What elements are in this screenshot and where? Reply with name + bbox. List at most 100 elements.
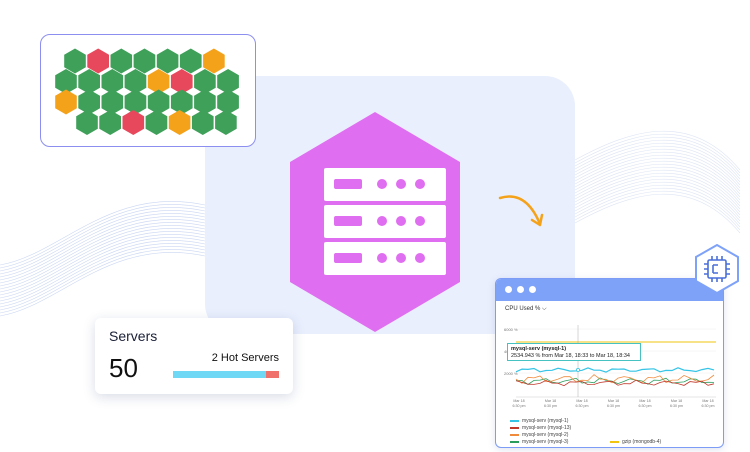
wave-line xyxy=(574,142,741,183)
legend-item[interactable]: mysql-serv (mysql-2) xyxy=(510,432,568,438)
hexagon-status-card xyxy=(40,34,256,147)
wave-line xyxy=(574,178,741,219)
hexagon-ok xyxy=(191,110,214,135)
legend-swatch xyxy=(510,419,519,422)
legend-swatch xyxy=(610,440,619,443)
hexagon-ok xyxy=(145,110,168,135)
legend-label: mysql-serv (mysql-1) xyxy=(522,418,569,424)
wave-line xyxy=(574,184,741,225)
hexagon-ok xyxy=(78,89,100,115)
hexagon-ok xyxy=(215,110,237,135)
legend-item[interactable]: gzip (mongodb-4) xyxy=(610,439,661,445)
server-stack-icon xyxy=(290,112,460,332)
curved-arrow-icon xyxy=(498,195,544,227)
chart-tooltip: mysql-serv (mysql-1) 2534.943 % from Mar… xyxy=(507,343,641,361)
hexagon-hot xyxy=(122,110,145,135)
wave-line xyxy=(574,136,741,177)
wave-line xyxy=(574,157,741,198)
hexagon-grid xyxy=(55,48,239,135)
wave-line xyxy=(574,181,741,222)
servers-title: Servers xyxy=(109,328,158,344)
x-tick-date: Mar 18 xyxy=(671,399,682,403)
hexagon-ok xyxy=(99,110,121,135)
tooltip-series: mysql-serv (mysql-1) xyxy=(511,346,567,352)
y-tick-label: 2000 % xyxy=(504,371,518,376)
y-tick-label: 6000 % xyxy=(504,327,518,332)
hexagon-ok xyxy=(217,69,239,94)
hot-servers-bar-fill xyxy=(266,371,279,378)
cpu-chart-window: CPU Used % ⌵ 6000 %4000 %2000 %Mar 186:3… xyxy=(495,278,724,448)
cpu-chip-icon xyxy=(695,244,739,294)
wave-line xyxy=(0,240,206,305)
hexagon-ok xyxy=(133,48,156,74)
hexagon-ok xyxy=(217,89,239,115)
hot-servers-bar xyxy=(173,371,279,378)
servers-card: Servers 50 2 Hot Servers xyxy=(95,318,293,394)
hover-point xyxy=(576,368,581,373)
hexagon-hot xyxy=(170,69,193,94)
hexagon-ok xyxy=(64,48,86,74)
tooltip-detail: 2534.943 % from Mar 18, 18:33 to Mar 18,… xyxy=(511,353,630,359)
wave-line xyxy=(0,225,206,290)
series-line xyxy=(515,367,715,373)
legend-item[interactable]: mysql-serv (mysql-1) xyxy=(510,418,568,424)
window-titlebar xyxy=(496,279,723,301)
wave-line xyxy=(574,166,741,207)
wave-line xyxy=(574,193,741,234)
x-tick-time: 6:30 pm xyxy=(607,404,620,408)
hexagon-warn xyxy=(147,69,170,94)
hexagon-ok xyxy=(76,110,98,135)
legend-item[interactable]: mysql-serv (mysql-3) xyxy=(510,439,568,445)
hexagon-ok xyxy=(170,89,193,115)
wave-line xyxy=(574,148,741,189)
wave-line xyxy=(574,151,741,192)
wave-line xyxy=(574,133,741,174)
x-tick-date: Mar 18 xyxy=(545,399,556,403)
wave-line xyxy=(0,237,206,302)
wave-line xyxy=(574,145,741,186)
window-dot[interactable] xyxy=(529,286,536,293)
x-tick-time: 6:30 pm xyxy=(544,404,557,408)
wave-line xyxy=(0,243,206,308)
wave-line xyxy=(0,219,206,284)
wave-line xyxy=(574,169,741,210)
legend-swatch xyxy=(510,426,519,429)
x-tick-date: Mar 18 xyxy=(639,399,650,403)
legend-item[interactable]: mysql-serv (mysql-13) xyxy=(510,425,571,431)
x-tick-time: 6:30 pm xyxy=(702,404,715,408)
hexagon-ok xyxy=(147,89,170,115)
window-dot[interactable] xyxy=(505,286,512,293)
hexagon-ok xyxy=(78,69,100,94)
legend-label: mysql-serv (mysql-3) xyxy=(522,439,569,445)
wave-line xyxy=(0,210,206,275)
hexagon-ok xyxy=(179,48,202,74)
series-line xyxy=(515,379,715,387)
legend-label: mysql-serv (mysql-2) xyxy=(522,432,569,438)
wave-line xyxy=(0,207,206,272)
wave-line xyxy=(0,231,206,296)
hexagon-warn xyxy=(168,110,191,135)
wave-line xyxy=(574,175,741,216)
x-tick-date: Mar 18 xyxy=(702,399,713,403)
legend-label: gzip (mongodb-4) xyxy=(622,439,662,445)
wave-line xyxy=(0,246,206,311)
x-tick-date: Mar 18 xyxy=(513,399,524,403)
series-line xyxy=(516,377,715,385)
hexagon-ok xyxy=(194,69,216,94)
metric-selector[interactable]: CPU Used % ⌵ xyxy=(505,306,547,312)
hexagon-hot xyxy=(87,48,109,74)
hexagon-ok xyxy=(156,48,179,74)
x-tick-time: 6:30 pm xyxy=(513,404,526,408)
wave-line xyxy=(574,130,741,171)
wave-line xyxy=(0,234,206,299)
hexagon-ok xyxy=(124,69,147,94)
wave-line xyxy=(574,160,741,201)
hexagon-ok xyxy=(55,69,77,94)
wave-line xyxy=(0,216,206,281)
hexagon-warn xyxy=(203,48,225,74)
window-dot[interactable] xyxy=(517,286,524,293)
wave-line xyxy=(574,187,741,228)
hot-servers-label: 2 Hot Servers xyxy=(211,352,279,364)
hexagon-ok xyxy=(194,89,216,115)
